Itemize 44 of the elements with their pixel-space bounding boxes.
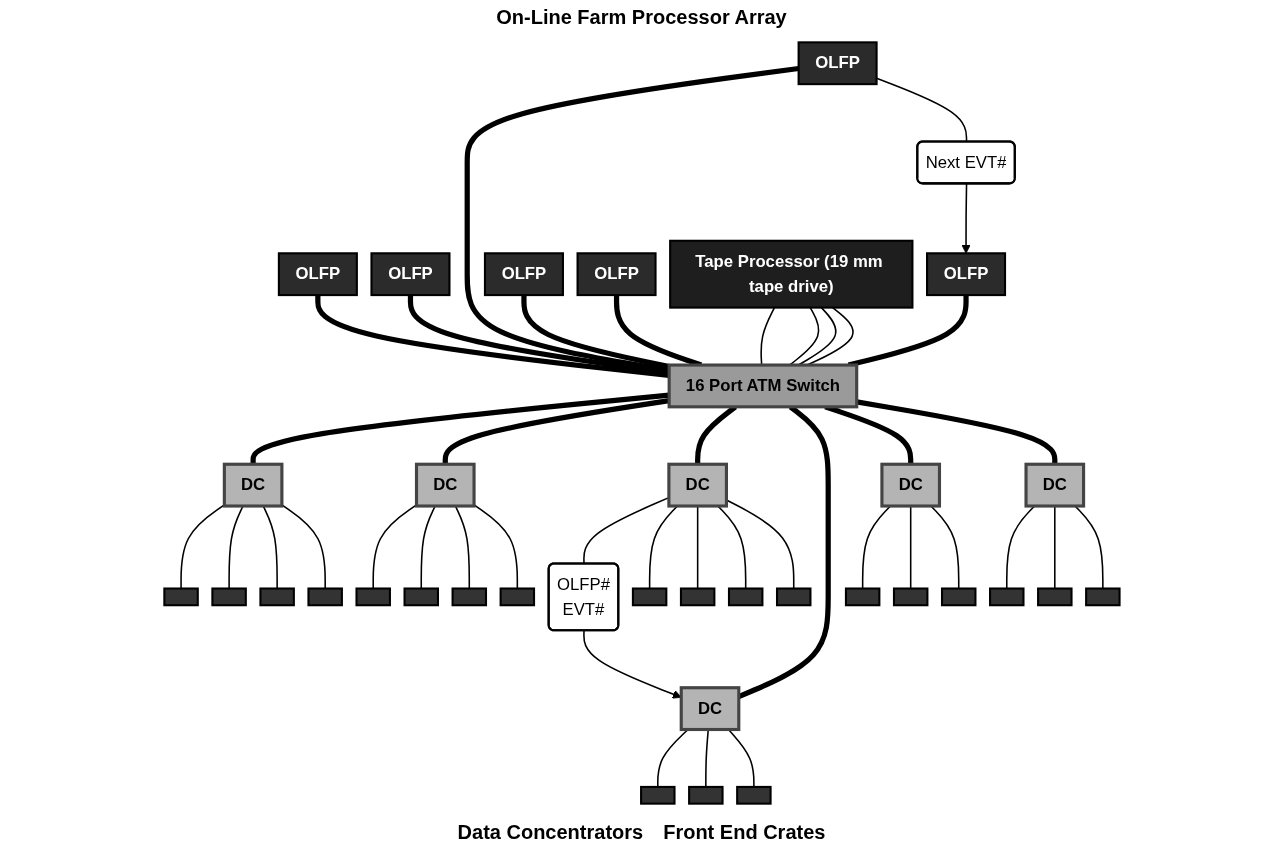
node-box xyxy=(403,587,439,607)
connector xyxy=(847,295,969,368)
node-box: OLFP xyxy=(483,252,564,297)
node-box xyxy=(1036,587,1073,607)
node-box: OLFP xyxy=(797,41,878,86)
caption-label: On-Line Farm Processor Array xyxy=(496,5,787,29)
caption-label: Front End Crates xyxy=(663,820,826,844)
node-box: 16 Port ATM Switch xyxy=(667,363,858,409)
node-box xyxy=(258,587,295,607)
node-box xyxy=(355,587,391,607)
connector xyxy=(520,295,670,370)
node-box xyxy=(639,785,676,805)
node-box: OLFP xyxy=(576,252,657,297)
caption-label: Data Concentrators xyxy=(457,820,644,844)
node-box: DC xyxy=(414,462,476,508)
node-box: DC xyxy=(1024,462,1085,508)
node-box xyxy=(687,785,724,805)
node-box xyxy=(162,587,199,607)
node-box xyxy=(451,587,487,607)
node-box xyxy=(988,587,1025,607)
node-box: OLFP xyxy=(369,252,451,297)
node-box xyxy=(892,587,928,607)
node-box xyxy=(679,587,715,607)
node-box: DC xyxy=(222,462,283,508)
node-box xyxy=(727,587,763,607)
node-box xyxy=(499,587,535,607)
node-box xyxy=(775,587,812,607)
node-box: OLFP xyxy=(277,252,358,297)
node-box xyxy=(844,587,880,607)
node-box: OLFP xyxy=(925,252,1006,297)
node-box xyxy=(1084,587,1121,607)
node-box: DC xyxy=(679,686,740,732)
connector xyxy=(314,295,669,379)
node-box: Tape Processor (19 mm tape drive) xyxy=(668,239,914,309)
node-box xyxy=(735,785,772,805)
node-box: DC xyxy=(879,462,941,508)
connector xyxy=(464,65,799,373)
connector xyxy=(407,295,670,376)
arrow xyxy=(961,183,971,254)
node-box xyxy=(940,587,977,607)
node-box xyxy=(210,587,247,607)
node-box: DC xyxy=(666,462,728,508)
node-box xyxy=(306,587,343,607)
node-box xyxy=(631,587,667,607)
